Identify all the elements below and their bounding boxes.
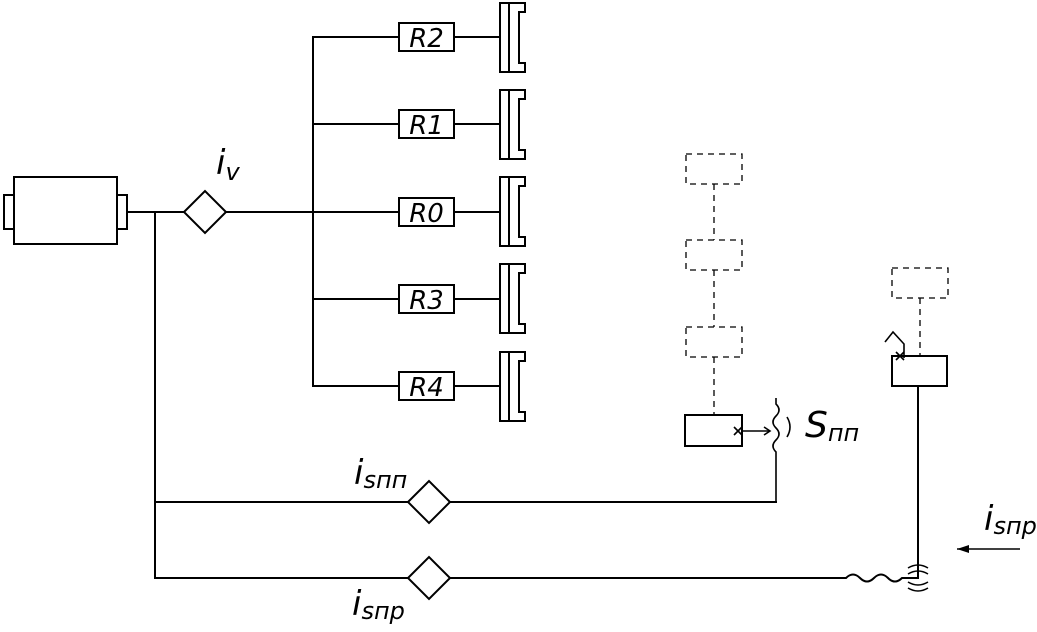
- branch-r1: R1: [312, 109, 501, 141]
- label-ispr-right: isпр: [984, 499, 1037, 540]
- chuck-r4: [499, 351, 526, 422]
- gear-label-r0: R0: [409, 199, 444, 229]
- label-iv: iv: [216, 143, 240, 186]
- chuck-r0: [499, 176, 526, 247]
- gear-label-r1: R1: [409, 111, 444, 141]
- feed-arrow: [957, 545, 1020, 553]
- label-spp: Sпп: [805, 405, 859, 447]
- chucks: [499, 2, 526, 422]
- variator-ispp: [406, 479, 452, 525]
- chuck-r2: [499, 2, 526, 73]
- tool-carriage: [891, 355, 948, 387]
- variator-ispr: [406, 555, 452, 601]
- gear-label-r3: R3: [409, 286, 444, 316]
- chuck-r3: [499, 263, 526, 334]
- gear-label-r2: R2: [409, 24, 444, 54]
- longitudinal-feed-assembly: [884, 267, 949, 592]
- branch-r4: R4: [312, 371, 501, 403]
- label-ispr-bottom: isпр: [352, 584, 405, 625]
- branch-r0: R0: [312, 197, 501, 229]
- gear-label-r4: R4: [409, 373, 444, 403]
- cross-feed-assembly: [684, 153, 791, 502]
- variator-iv: [182, 189, 228, 235]
- gear-branches: R2 R1 R0 R3 R4: [312, 22, 501, 403]
- motor: [3, 176, 128, 245]
- branch-r2: R2: [312, 22, 501, 54]
- feed-shafts: [154, 211, 919, 583]
- label-ispp: isпп: [354, 453, 407, 494]
- branch-r3: R3: [312, 284, 501, 316]
- cross-slide: [684, 414, 743, 447]
- chuck-r1: [499, 89, 526, 160]
